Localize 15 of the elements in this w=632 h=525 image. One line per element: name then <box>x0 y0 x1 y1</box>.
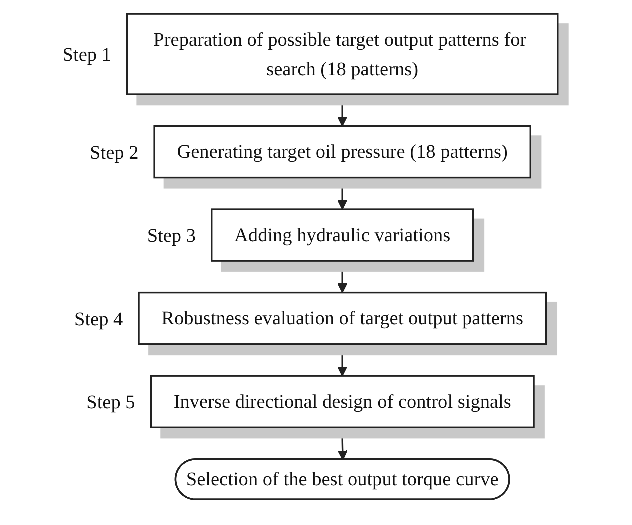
node-box: Preparation of possible target output patterns for search (18 patterns) <box>126 13 559 96</box>
step-label: Step 2 <box>90 142 139 164</box>
arrow <box>338 428 348 460</box>
node-box: Robustness evaluation of target output patterns <box>138 292 548 346</box>
arrow <box>338 94 348 127</box>
arrow <box>338 261 348 294</box>
arrow <box>338 178 348 210</box>
step-label: Step 5 <box>86 392 136 414</box>
step-label: Step 1 <box>62 45 112 66</box>
step-label: Step 3 <box>147 226 196 248</box>
arrow <box>338 344 348 377</box>
node-box: Generating target oil pressure (18 patterns) <box>154 125 532 179</box>
node-box: Adding hydraulic variations <box>211 208 474 262</box>
step-label: Step 4 <box>74 309 124 330</box>
node-box: Inverse directional design of control signals <box>150 375 535 428</box>
